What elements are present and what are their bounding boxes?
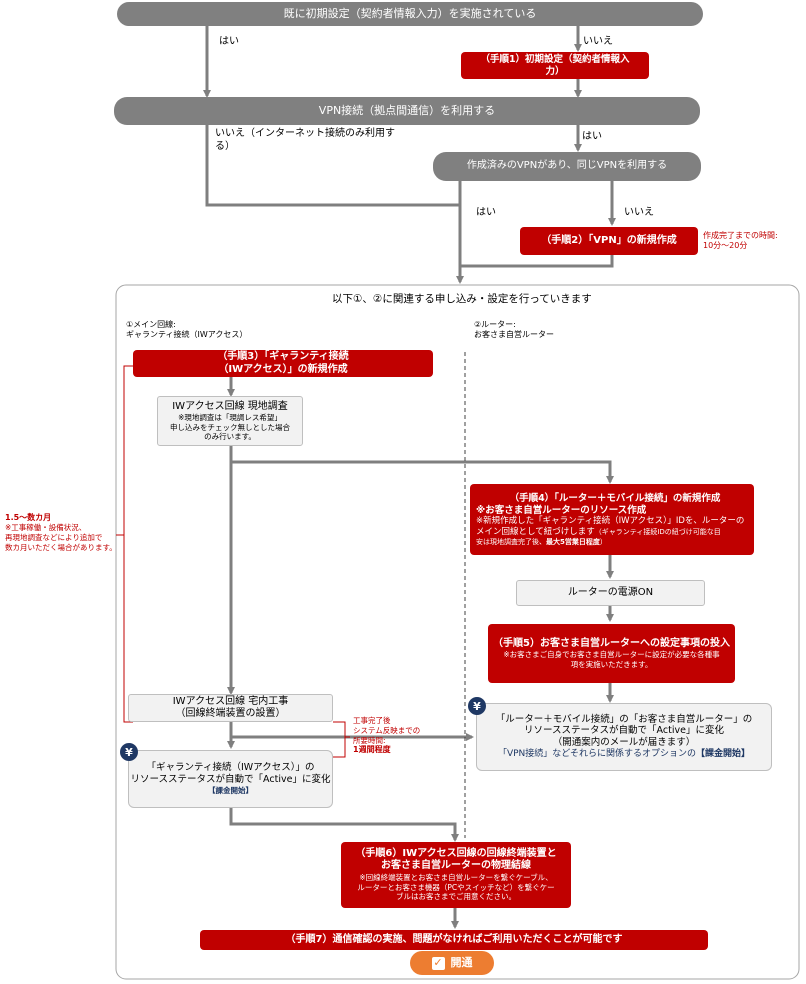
step4-line5b: 最大5営業日程度 xyxy=(546,537,600,546)
yen-icon: ¥ xyxy=(120,743,138,761)
open-text: 開通 xyxy=(450,956,473,970)
column1-header: ①メイン回線: ギャランティ接続（IWアクセス） xyxy=(126,320,247,341)
step5-line2: ※お客さまご自身でお客さま自営ルーターに設定が必要な各種事 xyxy=(503,650,720,659)
reflection-note2: システム反映までの xyxy=(353,725,421,735)
existing-vpn-question: 作成済みのVPNがあり、同じVPNを利用する xyxy=(433,152,701,181)
system-reflection-note: 工事完了後 システム反映までの 所要時間: 1週間程度 xyxy=(353,716,420,756)
yes-label-3: はい xyxy=(476,207,496,218)
yes-label-2: はい xyxy=(582,131,602,142)
initial-setup-question: 既に初期設定（契約者情報入力）を実施されている xyxy=(117,2,703,26)
vpn-question: VPN接続（拠点間通信）を利用する xyxy=(114,97,700,125)
guaranty-active-line2: リソースステータスが自動で「Active」に変化 xyxy=(130,774,331,786)
step7-box: （手順7）通信確認の実施、問題がなければご利用いただくことが可能です xyxy=(200,930,708,950)
step1-text: （手順1）初期設定（契約者情報入力） xyxy=(480,53,630,77)
step4-line2: ※お客さま自営ルーターのリソース作成 xyxy=(476,504,647,516)
open-badge: ✓ 開通 xyxy=(410,951,494,975)
panel-title: 以下①、②に関連する申し込み・設定を行っていきます xyxy=(332,293,592,305)
site-survey-box: IWアクセス回線 現地調査 ※現地調査は「現調レス希望」 申し込みをチェック無し… xyxy=(157,396,303,446)
step6-line1: （手順6）IWアクセス回線の回線終端装置と xyxy=(355,847,557,859)
step2-note-line2: 10分～20分 xyxy=(703,241,748,251)
site-survey-note3: のみ行います。 xyxy=(204,431,256,441)
step6-line5: ブルはお客さまでご用意ください。 xyxy=(396,892,516,902)
router-active-line4a: 「VPN接続」などそれらに関係するオプションの xyxy=(497,749,697,760)
step4-line3: ※新規作成した「ギャランティ接続（IWアクセス）」IDを、ルーターの xyxy=(476,516,745,527)
duration-note2: 再現地調査などにより追加で xyxy=(5,533,103,543)
step4-line1: （手順4）「ルーター＋モバイル接続」の新規作成 xyxy=(509,492,721,504)
duration-value: 1.5～数カ月 xyxy=(5,513,52,522)
step7-text: （手順7）通信確認の実施、問題がなければご利用いただくことが可能です xyxy=(285,933,623,945)
step6-line3: ※回線終端装置とお客さま自営ルーターを繋ぐケーブル、 xyxy=(359,872,553,882)
guaranty-active-line1: 「ギャランティ接続（IWアクセス）」の xyxy=(146,762,315,774)
step2-time-note: 作成完了までの時間: 10分～20分 xyxy=(703,231,778,252)
guaranty-billing-start: 【課金開始】 xyxy=(208,786,253,796)
step4-line4b: （ギャランティ接続IDの紐づけ可能な目 xyxy=(594,528,721,536)
no-label-3: いいえ xyxy=(624,207,654,218)
step4-line5: 安は現地調査完了後、 xyxy=(476,537,546,546)
router-active-line1: 「ルーター＋モバイル接続」の「お客さま自営ルーター」の xyxy=(495,713,753,725)
step5-line1: （手順5）お客さま自営ルーターへの設定事項の投入 xyxy=(493,637,730,649)
step4-box: （手順4）「ルーター＋モバイル接続」の新規作成 ※お客さま自営ルーターのリソース… xyxy=(470,484,754,555)
step3-line2: （IWアクセス）」の新規作成 xyxy=(218,363,348,375)
duration-note1: ※工事稼働・設備状況、 xyxy=(5,523,87,533)
existing-vpn-question-text: 作成済みのVPNがあり、同じVPNを利用する xyxy=(466,160,668,172)
step2-box: （手順2）「VPN」の新規作成 xyxy=(520,227,698,255)
step6-line4: ルーターとお客さま機器（PCやスイッチなど）を繋ぐケー xyxy=(357,882,555,892)
site-survey-note2: 申し込みをチェック無しとした場合 xyxy=(170,422,290,432)
step4-line4: メイン回線として紐づけします xyxy=(476,527,595,537)
router-billing-start: 【課金開始】 xyxy=(696,749,751,760)
construction-duration-note: 1.5～数カ月 ※工事稼働・設備状況、 再現地調査などにより追加で 数カ月いただ… xyxy=(5,513,117,553)
step5-line3: 項を実施いただきます。 xyxy=(570,659,653,669)
duration-note3: 数カ月いただく場合があります。 xyxy=(5,542,117,552)
router-active-box: 「ルーター＋モバイル接続」の「お客さま自営ルーター」の リソースステータスが自動… xyxy=(476,703,772,771)
step6-box: （手順6）IWアクセス回線の回線終端装置と お客さま自営ルーターの物理結線 ※回… xyxy=(341,842,571,908)
construction-line2: （回線終端装置の設置） xyxy=(175,708,286,719)
construction-line1: IWアクセス回線 宅内工事 xyxy=(172,695,289,707)
yen-icon: ¥ xyxy=(468,697,486,715)
column1-header-line1: ①メイン回線: xyxy=(126,320,176,329)
step4-line5c: ） xyxy=(599,537,607,546)
guaranty-active-box: 「ギャランティ接続（IWアクセス）」の リソースステータスが自動で「Active… xyxy=(128,750,333,808)
vpn-question-text: VPN接続（拠点間通信）を利用する xyxy=(318,104,496,118)
step5-box: （手順5）お客さま自営ルーターへの設定事項の投入 ※お客さまご自身でお客さま自営… xyxy=(488,624,735,683)
column2-header: ②ルーター: お客さま自営ルーター xyxy=(474,320,554,341)
initial-setup-question-text: 既に初期設定（契約者情報入力）を実施されている xyxy=(283,7,537,21)
onsite-construction-box: IWアクセス回線 宅内工事 （回線終端装置の設置） xyxy=(128,694,333,722)
reflection-note3: 所要時間: xyxy=(353,735,386,745)
site-survey-title: IWアクセス回線 現地調査 xyxy=(172,400,288,412)
step2-text: （手順2）「VPN」の新規作成 xyxy=(541,234,677,246)
router-power-box: ルーターの電源ON xyxy=(516,580,705,606)
column2-header-line1: ②ルーター: xyxy=(474,320,516,329)
site-survey-note1: ※現地調査は「現調レス希望」 xyxy=(178,413,282,423)
step2-note-line1: 作成完了までの時間: xyxy=(703,231,778,240)
router-power-text: ルーターの電源ON xyxy=(567,586,654,598)
step3-line1: （手順3）「ギャランティ接続 xyxy=(217,351,349,362)
reflection-note1: 工事完了後 xyxy=(353,716,391,725)
step3-box: （手順3）「ギャランティ接続 （IWアクセス）」の新規作成 xyxy=(133,350,433,377)
step1-box: （手順1）初期設定（契約者情報入力） xyxy=(461,52,649,79)
panel-border xyxy=(115,284,800,980)
reflection-duration: 1週間程度 xyxy=(353,745,391,755)
router-active-line2: リソースステータスが自動で「Active」に変化 xyxy=(524,725,724,737)
checkbox-icon: ✓ xyxy=(431,956,445,970)
yes-label-1: はい xyxy=(219,36,239,47)
step6-line2: お客さま自営ルーターの物理結線 xyxy=(381,860,531,872)
column1-header-line2: ギャランティ接続（IWアクセス） xyxy=(126,330,248,340)
no-label-1: いいえ xyxy=(583,36,613,47)
router-active-line3: （開通案内のメールが届きます） xyxy=(552,737,696,749)
column2-header-line2: お客さま自営ルーター xyxy=(474,330,554,340)
no-label-2: いいえ（インターネット接続のみ利用する） xyxy=(215,128,395,152)
